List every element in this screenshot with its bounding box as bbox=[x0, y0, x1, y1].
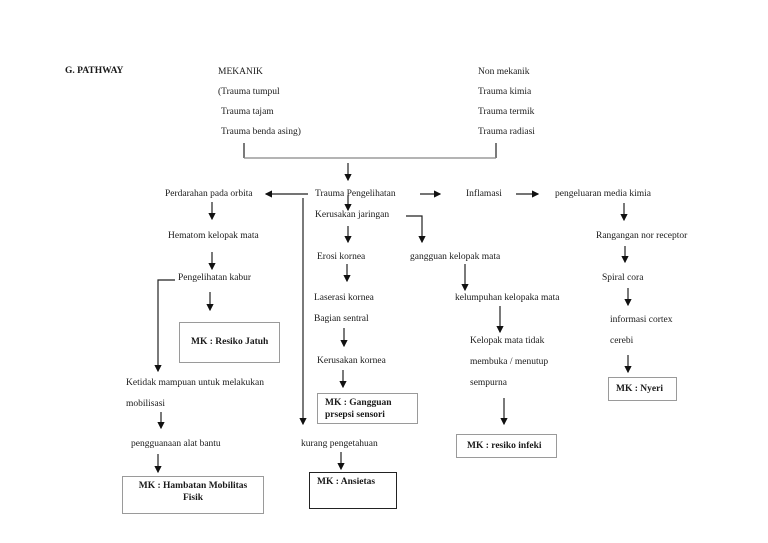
mk-resiko-jatuh-box: MK : Resiko Jatuh bbox=[179, 322, 280, 363]
mk-hambatan-mobilitas-line1: MK : Hambatan Mobilitas bbox=[138, 481, 248, 491]
mk-nyeri-box: MK : Nyeri bbox=[608, 377, 677, 401]
arrow-to-ketidak bbox=[154, 279, 175, 373]
section-title: G. PATHWAY bbox=[65, 66, 124, 76]
node-alat-bantu: pengguanaan alat bantu bbox=[131, 439, 221, 449]
arrow-to-gangguan bbox=[406, 215, 426, 244]
node-kerusakan-jaringan: Kerusakan jaringan bbox=[315, 210, 390, 220]
node-kelopak-line3: sempurna bbox=[470, 378, 507, 388]
node-informasi-line1: informasi cortex bbox=[610, 315, 673, 325]
mk-gangguan-sensori-line2: prsepsi sensori bbox=[325, 410, 385, 420]
node-gangguan-kelopak: gangguan kelopak mata bbox=[410, 252, 501, 262]
cause-nonmekanik-item: Trauma radiasi bbox=[478, 127, 535, 137]
mk-hambatan-mobilitas-line2: Fisik bbox=[182, 493, 204, 503]
cause-mekanik-item: Trauma benda asing) bbox=[221, 127, 301, 137]
cause-nonmekanik-item: Trauma kimia bbox=[478, 87, 532, 97]
node-laserasi-kornea: Laserasi kornea bbox=[314, 293, 374, 303]
node-ketidak-mampuan: Ketidak mampuan untuk melakukan bbox=[126, 378, 264, 388]
mk-ansietas-label: MK : Ansietas bbox=[317, 477, 376, 487]
node-mobilisasi: mobilisasi bbox=[126, 399, 166, 409]
node-kelumpuhan-kelopak: kelumpuhan kelopaka mata bbox=[455, 293, 560, 303]
mk-ansietas-box: MK : Ansietas bbox=[309, 472, 397, 509]
node-kerusakan-kornea: Kerusakan kornea bbox=[317, 356, 386, 366]
node-inflamasi: Inflamasi bbox=[466, 189, 502, 199]
node-kurang-pengetahuan: kurang pengetahuan bbox=[301, 439, 378, 449]
node-pengelihatan-kabur: Pengelihatan kabur bbox=[178, 273, 252, 283]
mk-resiko-infeksi-box: MK : resiko infeki bbox=[456, 434, 557, 458]
cause-mekanik-item: Trauma tajam bbox=[221, 107, 274, 117]
cause-nonmekanik-item: Trauma termik bbox=[478, 107, 535, 117]
node-rangangan: Rangangan nor receptor bbox=[596, 231, 688, 241]
mk-gangguan-sensori-box: MK : Gangguan prsepsi sensori bbox=[317, 393, 418, 424]
node-informasi-line2: cerebi bbox=[610, 336, 634, 346]
node-spiral-cora: Spiral cora bbox=[602, 273, 644, 283]
node-trauma-pengelihatan: Trauma Pengelihatan bbox=[315, 189, 396, 199]
node-media-kimia: pengeluaran media kimia bbox=[555, 189, 652, 199]
mk-nyeri-label: MK : Nyeri bbox=[616, 384, 663, 394]
node-erosi-kornea: Erosi kornea bbox=[317, 252, 366, 262]
mk-gangguan-sensori-line1: MK : Gangguan bbox=[325, 398, 392, 408]
cause-mekanik-item: (Trauma tumpul bbox=[218, 87, 280, 97]
node-kelopak-line2: membuka / menutup bbox=[470, 357, 549, 367]
cause-mekanik-heading: MEKANIK bbox=[218, 67, 263, 77]
cause-nonmekanik-heading: Non mekanik bbox=[478, 67, 530, 77]
node-hematom: Hematom kelopak mata bbox=[168, 231, 259, 241]
mk-resiko-jatuh-label: MK : Resiko Jatuh bbox=[191, 337, 269, 347]
mk-hambatan-mobilitas-box: MK : Hambatan Mobilitas Fisik bbox=[122, 476, 264, 514]
node-bagian-sentral: Bagian sentral bbox=[314, 314, 369, 324]
node-perdarahan-orbita: Perdarahan pada orbita bbox=[165, 189, 253, 199]
node-kelopak-line1: Kelopak mata tidak bbox=[470, 336, 545, 346]
mk-resiko-infeksi-label: MK : resiko infeki bbox=[467, 441, 542, 451]
